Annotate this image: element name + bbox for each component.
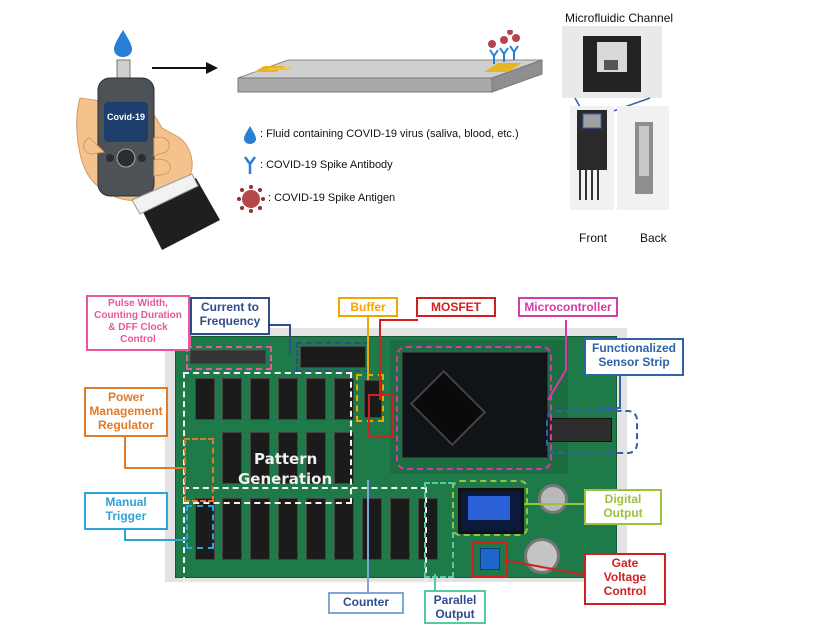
callout-microcontroller: Microcontroller: [518, 297, 618, 317]
callout-counter: Counter: [328, 592, 404, 614]
callout-mosfet: MOSFET: [416, 297, 496, 317]
manual-trigger-region: [186, 505, 214, 549]
potentiometer: [480, 548, 500, 570]
callout-power: Power Management Regulator: [84, 387, 168, 437]
sensor-strip-inserted: [548, 418, 612, 442]
callout-digital-output: Digital Output: [584, 489, 662, 525]
pulse-width-region: [186, 346, 272, 370]
legend-antibody: : COVID-19 Spike Antibody: [260, 159, 393, 171]
callout-gate-voltage: Gate Voltage Control: [584, 553, 666, 605]
oled-screen: [468, 496, 510, 520]
header-pins: [300, 346, 366, 368]
counter-region: [183, 487, 427, 583]
callout-parallel-output: Parallel Output: [424, 590, 486, 624]
handheld-device-illustration: Covid-19: [76, 30, 220, 250]
pattern-label: Pattern: [254, 450, 318, 468]
microcontroller-region: [396, 346, 552, 470]
callout-pulse-width: Pulse Width, Counting Duration & DFF Clo…: [86, 295, 190, 351]
sensor-strip-illustration: [237, 30, 543, 93]
photo-label-front: Front: [579, 231, 608, 245]
callout-functionalized: Functionalized Sensor Strip: [584, 338, 684, 376]
header-pins: [190, 350, 266, 364]
microfluidic-photos: [562, 26, 669, 210]
power-region: [184, 438, 214, 502]
droplet-icon: [244, 126, 256, 144]
virus-icon: [237, 185, 265, 213]
droplet-icon: [114, 30, 132, 57]
legend-antigen: : COVID-19 Spike Antigen: [268, 192, 396, 204]
antibody-icon: [243, 156, 257, 174]
digital-output-region: [452, 480, 528, 536]
functionalized-region: [546, 410, 638, 454]
photo-title: Microfluidic Channel: [565, 11, 674, 25]
flow-arrow: [152, 62, 218, 74]
photo-label-back: Back: [640, 231, 667, 245]
callout-manual-trigger: Manual Trigger: [84, 492, 168, 530]
legend-fluid: : Fluid containing COVID-19 virus (saliv…: [260, 128, 519, 140]
callout-buffer: Buffer: [338, 297, 398, 317]
power-icon: [116, 148, 136, 168]
buffer-region: [356, 374, 384, 422]
device-screen-label: Covid-19: [107, 112, 145, 122]
callout-current-to-frequency: Current to Frequency: [190, 297, 270, 335]
generation-label: Generation: [238, 470, 333, 488]
bnc-connector: [538, 484, 568, 514]
